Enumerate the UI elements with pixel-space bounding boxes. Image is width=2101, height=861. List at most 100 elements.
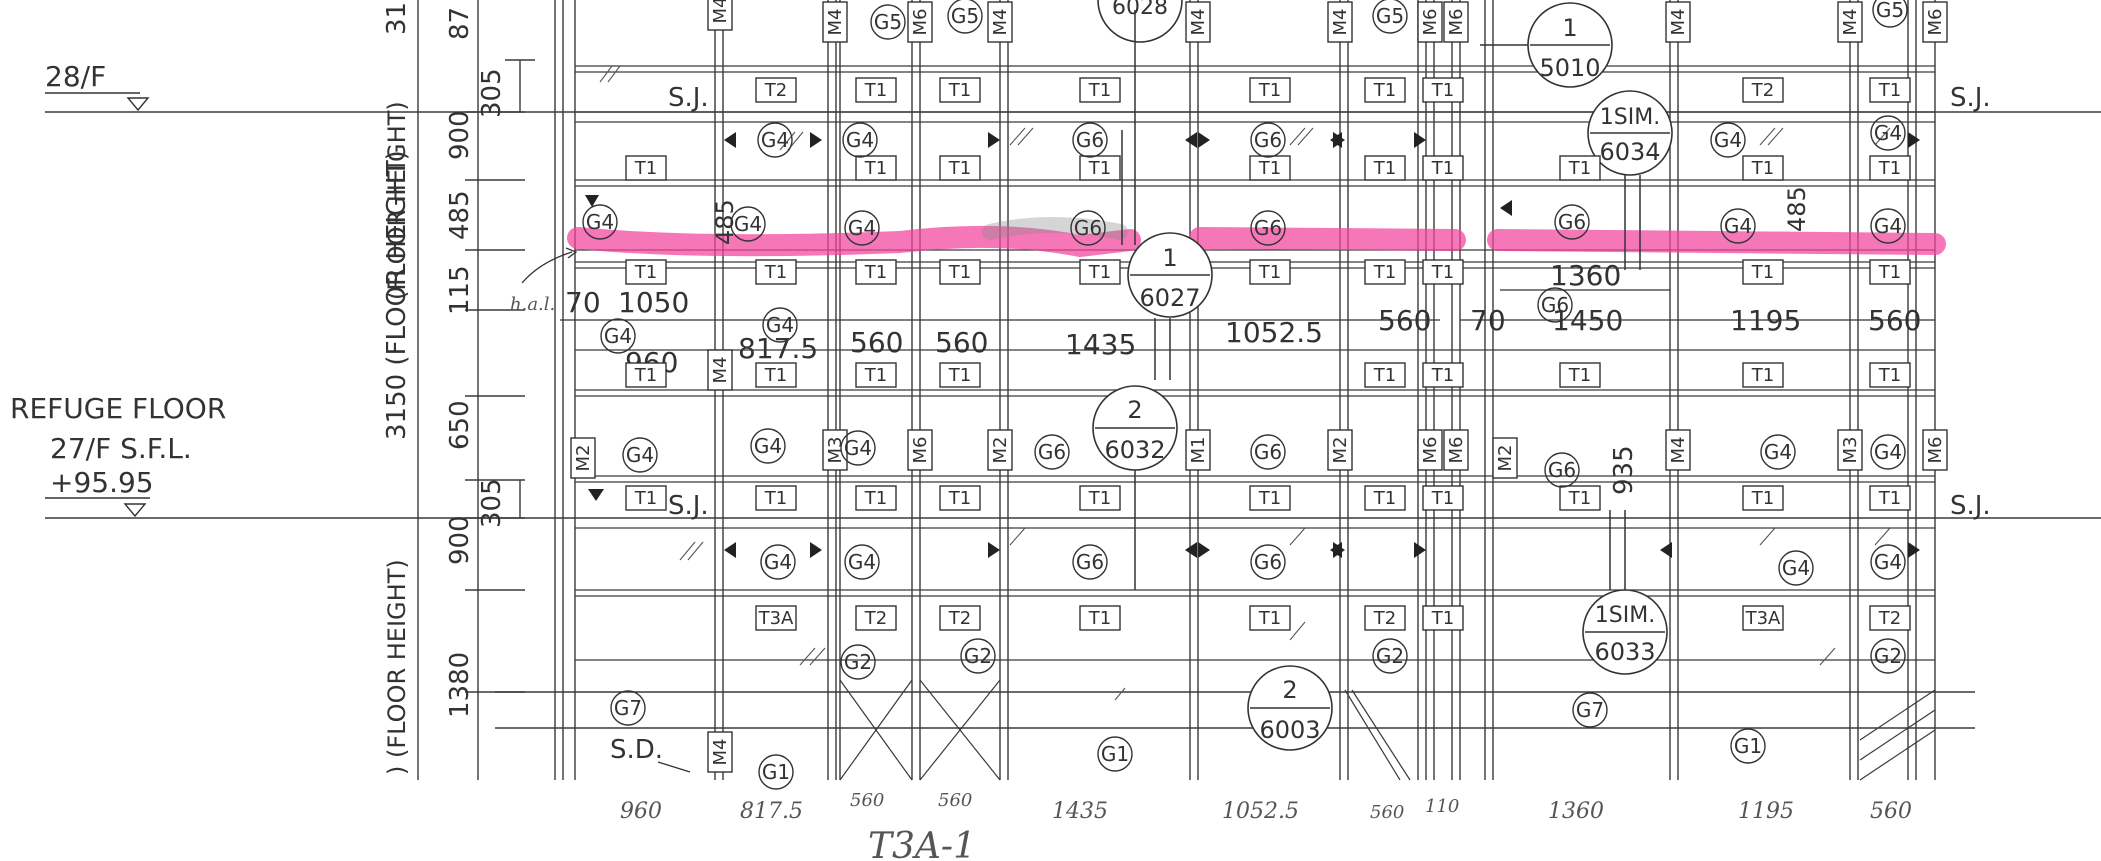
callout-6032: 2 6032 bbox=[1092, 385, 1178, 471]
tag-circle-g4: G4 bbox=[622, 437, 658, 473]
svg-text:T1: T1 bbox=[1088, 488, 1111, 509]
dim-floor-height-bottom: ) (FLOOR HEIGHT) bbox=[383, 559, 411, 775]
tag-box-t1: T1 bbox=[1079, 485, 1121, 511]
svg-text:2: 2 bbox=[1282, 676, 1297, 704]
tag-box-t1: T1 bbox=[1742, 362, 1784, 388]
svg-text:T1: T1 bbox=[1258, 158, 1281, 179]
tag-box-m2: M2 bbox=[987, 429, 1013, 471]
glass-hatching bbox=[599, 65, 1891, 701]
svg-text:T1: T1 bbox=[764, 365, 787, 386]
tag-box-m6: M6 bbox=[1417, 429, 1443, 471]
svg-text:G6: G6 bbox=[1541, 293, 1569, 317]
svg-text:2: 2 bbox=[1127, 396, 1142, 424]
svg-text:G6: G6 bbox=[1038, 440, 1066, 464]
svg-text:1435: 1435 bbox=[1052, 799, 1108, 824]
sj-label: S.J. bbox=[1950, 491, 1991, 521]
svg-text:T1: T1 bbox=[1751, 365, 1774, 386]
tag-box-t1: T1 bbox=[939, 155, 981, 181]
svg-text:G4: G4 bbox=[844, 436, 872, 460]
tag-circle-g7: G7 bbox=[1572, 692, 1608, 728]
tag-box-t2: T2 bbox=[1742, 77, 1784, 103]
svg-text:M4: M4 bbox=[1840, 9, 1861, 36]
refuge-floor-label: REFUGE FLOOR bbox=[10, 392, 226, 425]
tag-box-m4: M4 bbox=[822, 1, 848, 43]
svg-text:G5: G5 bbox=[1376, 4, 1404, 28]
tag-box-t1: T1 bbox=[1422, 155, 1464, 181]
svg-text:T1: T1 bbox=[1878, 80, 1901, 101]
svg-text:M2: M2 bbox=[990, 437, 1011, 464]
tag-box-t1: T1 bbox=[755, 362, 797, 388]
tag-box-m6: M6 bbox=[1417, 1, 1443, 43]
svg-text:G2: G2 bbox=[964, 644, 992, 668]
svg-text:T1: T1 bbox=[864, 80, 887, 101]
svg-text:G4: G4 bbox=[734, 212, 762, 236]
tag-box-m3: M3 bbox=[822, 429, 848, 471]
tag-circle-g4: G4 bbox=[844, 544, 880, 580]
svg-text:T1: T1 bbox=[1088, 608, 1111, 629]
svg-text:T1: T1 bbox=[1088, 158, 1111, 179]
svg-text:G4: G4 bbox=[1874, 121, 1902, 145]
svg-text:1SIM.: 1SIM. bbox=[1595, 603, 1655, 628]
tag-box-t1: T1 bbox=[1249, 155, 1291, 181]
svg-text:M6: M6 bbox=[1925, 9, 1946, 36]
tag-box-t1: T1 bbox=[855, 155, 897, 181]
tag-box-t1: T1 bbox=[1869, 362, 1911, 388]
tag-box-t1: T1 bbox=[1079, 605, 1121, 631]
tag-circle-g4: G4 bbox=[582, 204, 618, 240]
tag-box-t1: T1 bbox=[1869, 77, 1911, 103]
svg-text:1360: 1360 bbox=[1548, 799, 1604, 824]
svg-text:G4: G4 bbox=[848, 216, 876, 240]
tag-circle-g4: G4 bbox=[1778, 550, 1814, 586]
tag-box-t1: T1 bbox=[1869, 485, 1911, 511]
tag-box-t1: T1 bbox=[1869, 155, 1911, 181]
svg-text:110: 110 bbox=[1425, 796, 1459, 817]
tag-box-t1: T1 bbox=[1364, 485, 1406, 511]
svg-text:T1: T1 bbox=[1431, 262, 1454, 283]
tag-box-t3a: T3A bbox=[755, 605, 797, 631]
svg-text:T2: T2 bbox=[1878, 608, 1901, 629]
tag-circle-g4: G4 bbox=[600, 318, 636, 354]
svg-text:G6: G6 bbox=[1074, 216, 1102, 240]
tag-box-t1: T1 bbox=[1742, 155, 1784, 181]
svg-text:T1: T1 bbox=[634, 158, 657, 179]
svg-text:T1: T1 bbox=[1258, 80, 1281, 101]
dim-650: 650 bbox=[445, 400, 475, 450]
tag-box-m6: M6 bbox=[907, 1, 933, 43]
svg-text:1052.5: 1052.5 bbox=[1222, 799, 1299, 824]
svg-text:T1: T1 bbox=[864, 158, 887, 179]
svg-text:T1: T1 bbox=[1751, 158, 1774, 179]
tag-circle-g5: G5 bbox=[1372, 0, 1408, 34]
tag-circle-g4: G4 bbox=[1870, 544, 1906, 580]
svg-text:T1: T1 bbox=[864, 488, 887, 509]
svg-text:M6: M6 bbox=[1925, 437, 1946, 464]
tag-box-t1: T1 bbox=[1364, 362, 1406, 388]
tag-box-t1: T1 bbox=[1422, 362, 1464, 388]
sd-label: S.D. bbox=[610, 735, 663, 765]
svg-text:G6: G6 bbox=[1254, 550, 1282, 574]
tag-box-m6: M6 bbox=[1443, 1, 1469, 43]
svg-text:1195: 1195 bbox=[1738, 799, 1794, 824]
tag-circle-g4: G4 bbox=[844, 210, 880, 246]
tag-circle-g4: G4 bbox=[757, 122, 793, 158]
svg-text:G4: G4 bbox=[846, 128, 874, 152]
svg-text:G7: G7 bbox=[614, 696, 642, 720]
tag-circle-g4: G4 bbox=[1710, 122, 1746, 158]
dim-87: 87 bbox=[445, 7, 475, 40]
svg-text:M6: M6 bbox=[1420, 437, 1441, 464]
tag-circle-g7: G7 bbox=[610, 690, 646, 726]
tag-box-m2: M2 bbox=[1327, 429, 1353, 471]
tag-box-t1: T1 bbox=[1742, 485, 1784, 511]
arrow-marks bbox=[585, 132, 1920, 558]
tag-circle-g2: G2 bbox=[1372, 638, 1408, 674]
svg-text:M6: M6 bbox=[1420, 9, 1441, 36]
dim-1052: 1052.5 bbox=[1225, 316, 1323, 349]
tag-circle-g4: G4 bbox=[760, 544, 796, 580]
svg-text:T1: T1 bbox=[948, 365, 971, 386]
svg-text:G4: G4 bbox=[1874, 550, 1902, 574]
vertical-dim-text: 3150 3150 (FLOOR HEIGHT) 87 305 900 485 … bbox=[382, 0, 507, 775]
svg-text:T1: T1 bbox=[1373, 365, 1396, 386]
svg-text:T2: T2 bbox=[1751, 80, 1774, 101]
highlight-stroke bbox=[567, 217, 1946, 258]
tag-circle-g4: G4 bbox=[1870, 115, 1906, 151]
